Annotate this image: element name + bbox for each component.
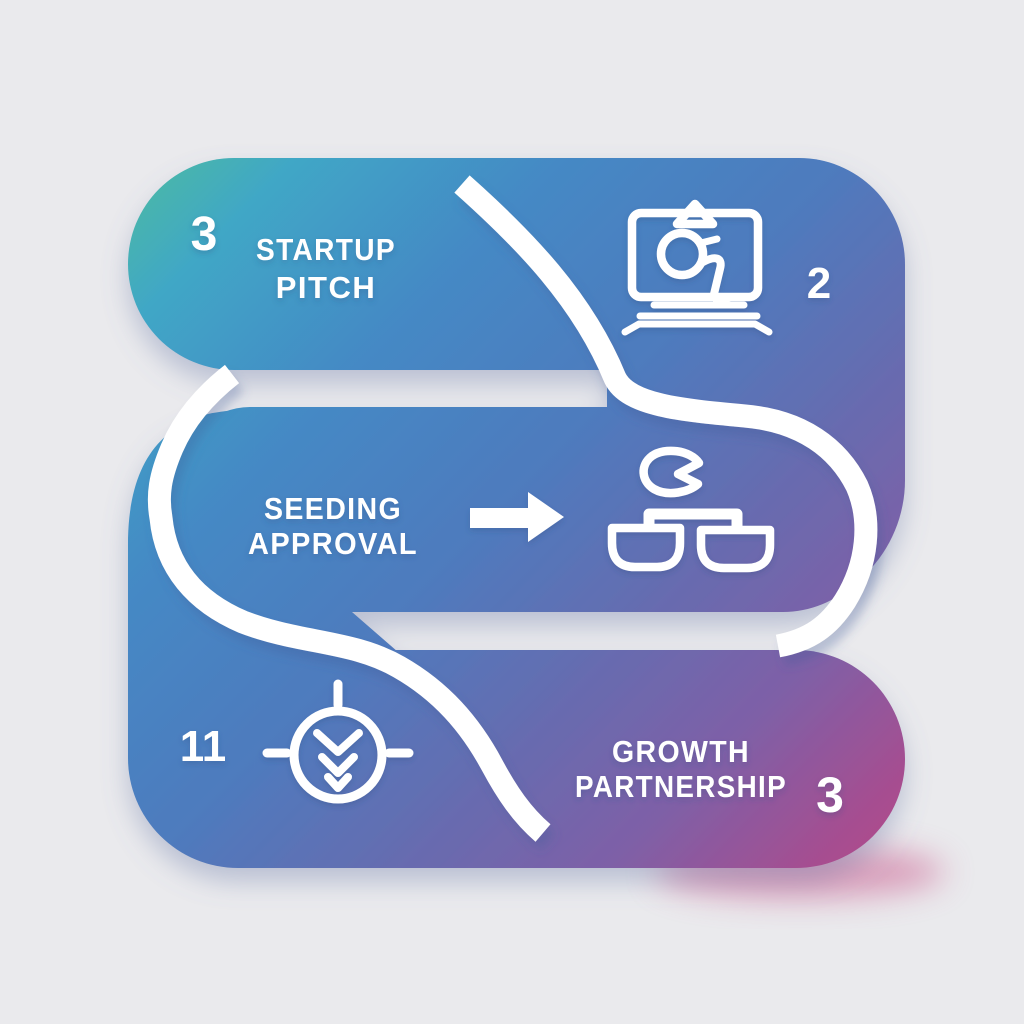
step-2-title-line-1: SEEDING (264, 491, 402, 526)
sprout-chevron-3 (324, 773, 352, 792)
flow-line-segment-1 (454, 175, 878, 658)
step-3-title-line-2: PARTNERSHIP (575, 769, 787, 804)
step-1-number: 3 (191, 208, 218, 261)
bottom-band (128, 650, 905, 868)
org-chart-icon (607, 446, 775, 573)
presentation-screen-icon (621, 199, 773, 336)
seed-sprout-target-icon (262, 679, 414, 804)
labels-layer: 3 STARTUP PITCH 2 SEEDING APPROVAL 11 GR… (180, 208, 844, 823)
step-3-title-line-1: GROWTH (612, 734, 750, 769)
step-3-side-number: 3 (816, 767, 844, 823)
chart-circle (656, 228, 708, 280)
org-child-node-right (696, 525, 775, 573)
monitor-frame (627, 208, 763, 302)
org-child-node-left (607, 523, 685, 572)
arrow-right-icon (470, 492, 564, 542)
step-1-side-number: 2 (807, 259, 831, 308)
icons-layer (262, 199, 775, 804)
step-1-title-line-1: STARTUP (256, 232, 396, 267)
sprout-chevron-2 (318, 753, 358, 777)
pennant-flag (672, 199, 718, 229)
target-circle (289, 706, 387, 804)
flow-line-segment-2 (147, 364, 551, 842)
circle-notch (697, 235, 721, 247)
flow-line (147, 175, 878, 842)
step-2-title-line-2: APPROVAL (248, 526, 418, 561)
step-3-number: 11 (180, 722, 227, 771)
step-1-title-line-2: PITCH (276, 270, 377, 305)
sprout-chevron-1 (313, 729, 363, 756)
pointer-stick (699, 254, 725, 298)
laptop-base-plate (621, 320, 773, 336)
org-top-node (639, 446, 704, 498)
org-connector-bracket (643, 508, 743, 529)
